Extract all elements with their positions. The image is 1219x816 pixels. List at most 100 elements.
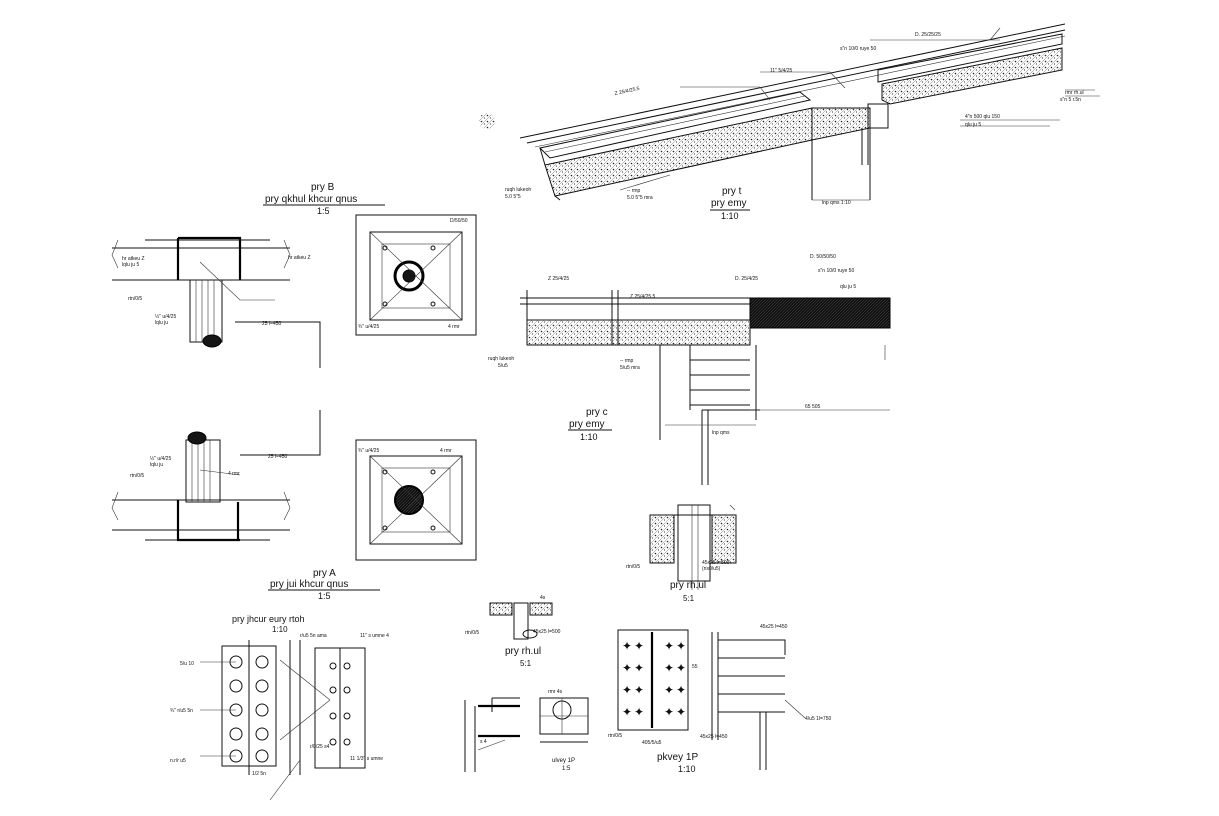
slab-c-title: pry c <box>586 407 608 418</box>
plate-scale: 1:10 <box>678 764 696 774</box>
svg-text:D. 50/50/50: D. 50/50/50 <box>810 254 836 260</box>
svg-text:✦: ✦ <box>622 639 632 653</box>
svg-text:✦: ✦ <box>634 639 644 653</box>
svg-text:✦: ✦ <box>676 661 686 675</box>
svg-text:lnp qms: lnp qms <box>712 430 730 436</box>
roof-insulation-hatch <box>881 47 1063 105</box>
svg-text:45x25 l=500: 45x25 l=500 <box>533 629 561 635</box>
svg-text:rtn/0/5: rtn/0/5 <box>465 630 479 636</box>
svg-text:s"n 10/0 ruye 50: s"n 10/0 ruye 50 <box>818 268 854 274</box>
rh-ul-bottom-detail: rtn/0/5 45x25 l=500 4s pry rh.ul 5:1 <box>465 595 561 668</box>
pile-b-title: pry B <box>311 182 335 193</box>
roof-section-detail: Z 25/4/25.5 11" 5/4/25 s"n 10/0 ruye 50 … <box>479 23 1100 221</box>
svg-text:✦: ✦ <box>634 705 644 719</box>
svg-text:5/u 10: 5/u 10 <box>180 661 194 667</box>
svg-text:hr atkeu Z: hr atkeu Z <box>288 255 311 261</box>
rh-ul-top-scale: 5:1 <box>683 594 695 603</box>
roof-t-title-block: pry t pry emy 1:10 <box>710 186 750 221</box>
svg-text:½" u/4/25: ½" u/4/25 <box>150 455 171 462</box>
svg-text:65 505: 65 505 <box>805 404 821 410</box>
plate-cross-marks: ✦✦✦✦ ✦✦✦✦ ✦✦✦✦ ✦✦✦✦ <box>622 639 686 719</box>
svg-text:25 l=450: 25 l=450 <box>262 321 282 327</box>
rh-ul-bottom-title: pry rh.ul <box>505 646 541 657</box>
svg-text:Z 25/4/25.5: Z 25/4/25.5 <box>630 294 656 300</box>
svg-text:lqlu ju 5: lqlu ju 5 <box>122 262 139 268</box>
svg-text:4 rmr: 4 rmr <box>448 324 460 330</box>
small-scale: 1:5 <box>562 766 571 772</box>
pile-a-subtitle: pry jui khcur qnus <box>270 579 348 590</box>
pile-b-section: hr atkeu Z lqlu ju 5 rtn/0/5 ½" u/4/25 l… <box>111 182 477 368</box>
pile-b-title-block: pry B pry qkhul khcur qnus 1:5 <box>263 182 385 216</box>
svg-text:405/5/u5: 405/5/u5 <box>642 740 662 746</box>
svg-text:qlu ju 5: qlu ju 5 <box>965 122 981 128</box>
svg-text:lqlu ju: lqlu ju <box>150 462 163 468</box>
svg-text:✦: ✦ <box>676 705 686 719</box>
pile-b-head <box>202 334 222 348</box>
svg-text:½" u/4/25: ½" u/4/25 <box>155 313 176 320</box>
roof-t-scale: 1:10 <box>721 211 739 221</box>
svg-text:rtn/0/5: rtn/0/5 <box>608 733 622 739</box>
svg-text:Z 25/4/25: Z 25/4/25 <box>548 276 569 282</box>
svg-text:-- rmp: -- rmp <box>620 358 634 364</box>
svg-text:rtn/0/5: rtn/0/5 <box>626 564 640 570</box>
rh-ul-top-detail: rtn/0/5 45x25 l=500 (ns0/u5) pry rh.ul 5… <box>626 504 737 603</box>
slab-c-dark-layer <box>749 297 891 329</box>
svg-text:11" s umne 4: 11" s umne 4 <box>360 633 389 639</box>
small-details: rmr 4s s 4 ulvey 1P 1:5 <box>464 689 589 772</box>
beam-detail: pry jhcur eury rtoh 1:10 r/u5 5n ama 11"… <box>170 614 389 801</box>
plate-detail: ✦✦✦✦ ✦✦✦✦ ✦✦✦✦ ✦✦✦✦ 45x25 l=450 45x25 l=… <box>608 624 831 774</box>
slab-c-title-block: pry c pry emy 1:10 <box>568 407 612 442</box>
roof-t-title: pry t <box>722 186 742 197</box>
svg-text:rmr 4s: rmr 4s <box>548 689 563 695</box>
svg-text:D/50/50: D/50/50 <box>450 218 468 224</box>
beam-scale: 1:10 <box>272 625 288 634</box>
svg-text:r/u5 5n ama: r/u5 5n ama <box>300 633 327 639</box>
svg-text:✦: ✦ <box>664 705 674 719</box>
slab-c-section: Z 25/4/25 Z 25/4/25.5 D. 25/4/25 D. 50/5… <box>488 254 891 485</box>
svg-text:✦: ✦ <box>676 639 686 653</box>
svg-text:1/2 5n: 1/2 5n <box>252 771 266 777</box>
rh-ul-top-title: pry rh.ul <box>670 580 706 591</box>
small-title: ulvey 1P <box>552 758 575 764</box>
svg-text:D. 25/4/25: D. 25/4/25 <box>735 276 758 282</box>
svg-text:✦: ✦ <box>664 661 674 675</box>
roof-slab-hatch <box>544 107 871 197</box>
pile-a-plan-bar-ring <box>394 485 424 515</box>
svg-text:4"n 500 qlu 150: 4"n 500 qlu 150 <box>965 114 1000 120</box>
svg-text:qlu ju 5: qlu ju 5 <box>840 284 856 290</box>
svg-text:5/u5: 5/u5 <box>498 363 508 369</box>
slab-c-subtitle: pry emy <box>569 419 605 430</box>
svg-text:5.0 5"5 mra: 5.0 5"5 mra <box>627 195 653 201</box>
svg-text:ruqh lukeoh: ruqh lukeoh <box>488 356 514 362</box>
svg-text:s 4: s 4 <box>480 739 487 745</box>
svg-text:✦: ✦ <box>634 683 644 697</box>
svg-text:5/u5 mra: 5/u5 mra <box>620 365 640 371</box>
svg-text:45x25 l=450: 45x25 l=450 <box>760 624 788 630</box>
plate-title: pkvey 1P <box>657 752 698 763</box>
svg-text:lnp qms 1:10: lnp qms 1:10 <box>822 200 851 206</box>
svg-text:Z 25/4/25.5: Z 25/4/25.5 <box>614 86 640 97</box>
svg-text:4 rmr: 4 rmr <box>228 471 240 477</box>
svg-text:s"n 5 r.5n: s"n 5 r.5n <box>1060 97 1081 103</box>
svg-text:rmr rh.ul: rmr rh.ul <box>1065 90 1084 96</box>
svg-text:¾" u/4/25: ¾" u/4/25 <box>358 324 379 330</box>
svg-text:✦: ✦ <box>634 661 644 675</box>
svg-text:¾" r/u5 5n: ¾" r/u5 5n <box>170 708 193 714</box>
svg-text:-- rmp: -- rmp <box>627 188 641 194</box>
slab-c-scale: 1:10 <box>580 432 598 442</box>
svg-text:45x25 l=450: 45x25 l=450 <box>700 734 728 740</box>
svg-text:r/0/25 s4: r/0/25 s4 <box>310 744 330 750</box>
svg-text:¾" u/4/25: ¾" u/4/25 <box>358 448 379 454</box>
roof-t-subtitle: pry emy <box>711 198 747 209</box>
pile-b-scale: 1:5 <box>317 206 330 216</box>
svg-text:D. 25/25/25: D. 25/25/25 <box>915 32 941 38</box>
svg-text:rtn/0/5: rtn/0/5 <box>128 296 142 302</box>
svg-text:n.r/r u5: n.r/r u5 <box>170 758 186 764</box>
slab-c-hatch <box>526 319 751 346</box>
svg-text:45x25 l=500: 45x25 l=500 <box>702 560 730 566</box>
svg-text:✦: ✦ <box>664 639 674 653</box>
svg-text:✦: ✦ <box>622 683 632 697</box>
svg-text:4s: 4s <box>540 595 546 601</box>
dotted-mark <box>479 113 495 129</box>
